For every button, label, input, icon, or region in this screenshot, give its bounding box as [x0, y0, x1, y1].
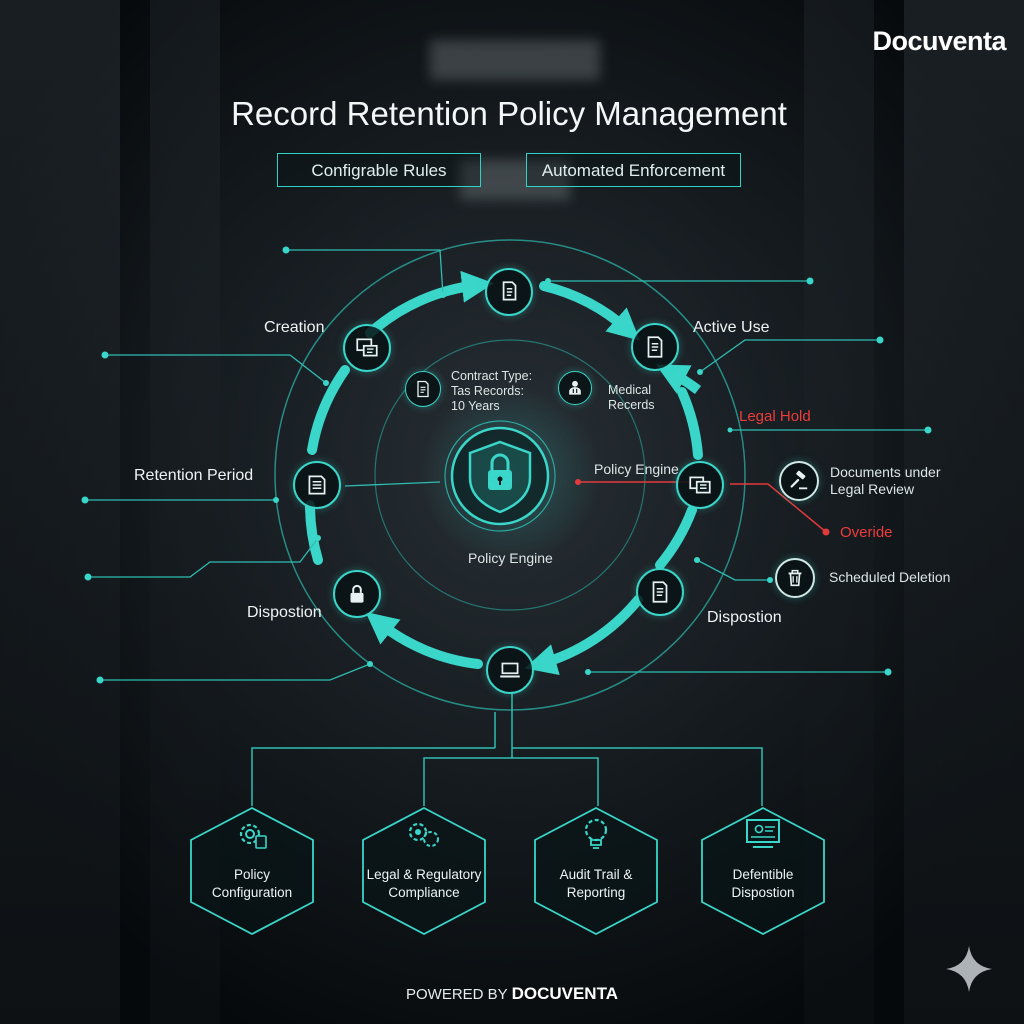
hexagon-frame — [362, 806, 486, 936]
override-lines — [578, 481, 827, 533]
document-icon — [652, 581, 668, 603]
pillar-4-line1: Defentible — [732, 867, 794, 882]
hexagon-frame — [534, 806, 658, 936]
document-icon — [647, 336, 663, 358]
active-use-node[interactable] — [631, 323, 679, 371]
list-document-icon — [308, 475, 326, 495]
retention-years-label: 10 Years — [451, 399, 500, 413]
tax-records-label: Tas Records: — [451, 384, 524, 398]
ceiling-light — [430, 40, 600, 80]
laptop-icon — [500, 662, 520, 678]
legal-review-line2: Legal Review — [830, 481, 915, 497]
sparkle-icon — [946, 946, 992, 992]
policy-engine-side-label: Policy Engine — [594, 461, 679, 477]
pillar-4-line2: Dispostion — [731, 885, 795, 900]
pillar-audit-trail[interactable]: Audit Trail & Reporting — [531, 806, 661, 936]
connector-lines — [85, 249, 928, 681]
retention-period-label: Retention Period — [134, 467, 254, 484]
legal-hold-label: Legal Hold — [739, 408, 811, 425]
pillar-2-line2: Compliance — [388, 885, 460, 900]
hexagon-frame — [701, 806, 825, 936]
contract-document-icon — [417, 380, 429, 398]
contract-type-label: Contract Type: — [451, 369, 533, 383]
pillar-3-line1: Audit Trail & — [559, 867, 633, 882]
lightbulb-gear-icon — [584, 818, 608, 849]
documents-icon — [502, 281, 517, 301]
medical-label: Medical — [608, 383, 652, 397]
creation-label: Creation — [264, 319, 325, 336]
disposition-right-node[interactable] — [636, 568, 684, 616]
trash-icon — [788, 569, 802, 587]
scheduled-deletion-label: Scheduled Deletion — [829, 569, 951, 585]
monitor-icon — [746, 819, 780, 848]
hexagon-frame — [190, 806, 314, 936]
disposition-left-label: Dispostion — [247, 604, 322, 621]
archive-node[interactable] — [486, 646, 534, 694]
medical-staff-icon — [569, 380, 581, 395]
automated-enforcement-tag: Automated Enforcement — [526, 153, 741, 187]
page-title: Record Retention Policy Management — [231, 95, 787, 132]
policy-engine-center-label: Policy Engine — [468, 550, 553, 566]
legal-review-node[interactable] — [779, 461, 819, 501]
pillar-1-line1: Policy — [233, 867, 270, 882]
mid-ring — [374, 339, 646, 611]
footer-prefix: POWERED BY — [405, 986, 508, 1003]
cycle-arrows — [305, 270, 703, 676]
connector-dots — [81, 246, 932, 684]
contract-type-node[interactable] — [405, 371, 441, 407]
creation-node[interactable] — [343, 324, 391, 372]
server-rack-right — [904, 0, 1024, 1024]
document-node-top[interactable] — [485, 268, 533, 316]
gear-icon — [239, 823, 267, 849]
server-rack-left — [0, 0, 120, 1024]
ceiling-light — [460, 160, 570, 200]
legal-review-line1: Documents under — [830, 464, 941, 480]
chat-document-icon — [356, 338, 378, 357]
pillar-1-line2: Configuration — [211, 885, 293, 900]
gears-icon — [408, 822, 439, 847]
records-label: Recerds — [608, 398, 655, 412]
brand-logo[interactable]: Docuventa — [872, 26, 1006, 56]
outer-ring — [274, 239, 746, 711]
disposition-left-node[interactable] — [333, 570, 381, 618]
stacked-documents-icon — [689, 476, 711, 494]
pillar-tree — [251, 690, 763, 806]
gavel-icon — [790, 470, 808, 490]
lock-icon — [350, 584, 364, 603]
disposition-right-label: Dispostion — [707, 609, 782, 626]
footer-brand: DOCUVENTA — [511, 984, 618, 1003]
pillar-2-line1: Legal & Regulatory — [366, 867, 482, 882]
footer-powered-by: POWERED BY DOCUVENTA — [0, 984, 1024, 1004]
scheduled-deletion-node[interactable] — [775, 558, 815, 598]
medical-records-node[interactable] — [558, 371, 592, 405]
retention-period-node[interactable] — [293, 461, 341, 509]
configurable-rules-tag: Configrable Rules — [277, 153, 481, 187]
override-label: Overide — [840, 524, 893, 541]
active-use-label: Active Use — [693, 319, 770, 336]
pillar-3-line2: Reporting — [566, 885, 626, 900]
policy-engine-node[interactable] — [676, 461, 724, 509]
